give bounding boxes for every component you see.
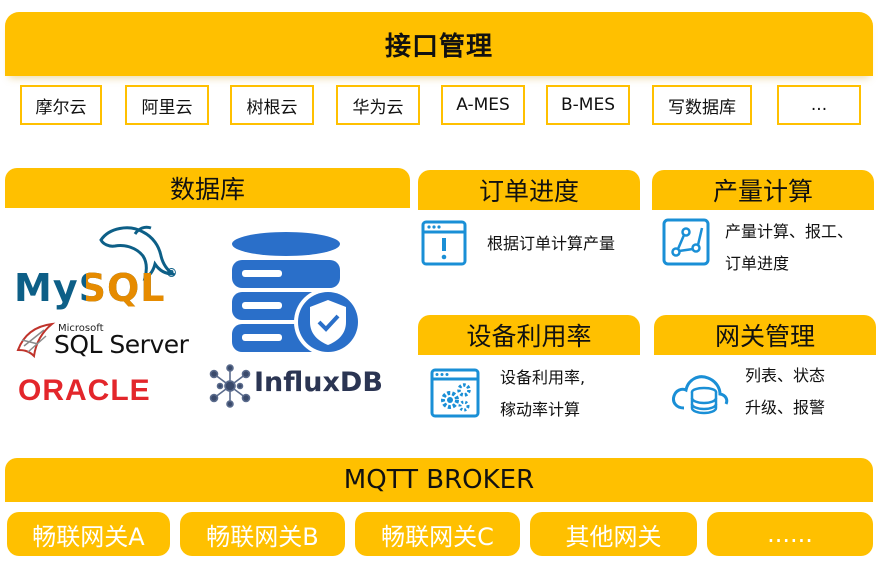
interface-item-moer-cloud[interactable]: 摩尔云 <box>20 85 102 125</box>
mysql-registered-mark: ® <box>165 266 179 280</box>
oracle-logo-text: ORACLE <box>18 374 151 407</box>
database-header: 数据库 <box>5 168 410 208</box>
influxdb-emblem-icon <box>209 364 251 408</box>
node-graph-icon <box>662 218 710 266</box>
influxdb-logo-text: InfluxDB <box>254 367 383 398</box>
gateway-other[interactable]: 其他网关 <box>530 512 697 556</box>
alert-window-icon <box>421 220 467 266</box>
equipment-utilization-description: 设备利用率, 稼动率计算 <box>500 368 586 419</box>
mysql-dolphin-icon <box>99 225 175 281</box>
interface-item-more[interactable]: ... <box>777 85 861 125</box>
production-calculation-header: 产量计算 <box>652 170 874 210</box>
interface-item-a-mes[interactable]: A-MES <box>441 85 525 125</box>
gateway-b[interactable]: 畅联网关B <box>180 512 345 556</box>
sqlserver-microsoft-text: Microsoft <box>58 323 104 334</box>
order-progress-header: 订单进度 <box>418 170 640 210</box>
gateway-management-header: 网关管理 <box>654 315 876 355</box>
interface-item-aliyun[interactable]: 阿里云 <box>125 85 209 125</box>
sqlserver-logo-text: SQL Server <box>54 330 189 359</box>
mysql-logo-text-accent: MySQL <box>86 266 166 310</box>
gears-window-icon <box>430 368 480 418</box>
gateway-management-description: 列表、状态 升级、报警 <box>745 366 826 417</box>
gateway-more[interactable]: ...... <box>707 512 873 556</box>
mysql-logo-overlay: MySQL <box>86 266 172 310</box>
production-calculation-description: 产量计算、报工、 订单进度 <box>725 222 854 273</box>
equipment-utilization-header: 设备利用率 <box>418 315 640 355</box>
database-shield-icon <box>232 232 362 356</box>
order-progress-description: 根据订单计算产量 <box>487 234 616 253</box>
mysql-logo-text: MySQL <box>14 266 166 310</box>
interface-item-rootcloud[interactable]: 树根云 <box>230 85 314 125</box>
gateway-a[interactable]: 畅联网关A <box>7 512 170 556</box>
mqtt-broker-title: MQTT BROKER <box>343 465 535 495</box>
interface-item-huawei-cloud[interactable]: 华为云 <box>336 85 420 125</box>
gateway-c[interactable]: 畅联网关C <box>355 512 520 556</box>
interface-item-b-mes[interactable]: B-MES <box>546 85 630 125</box>
sqlserver-emblem-icon <box>16 322 56 359</box>
cloud-database-icon <box>672 375 729 415</box>
mqtt-broker-bar: MQTT BROKER <box>5 458 873 502</box>
interface-management-title: 接口管理 <box>384 31 493 62</box>
interface-management-header: 接口管理 <box>5 12 873 76</box>
interface-item-write-database[interactable]: 写数据库 <box>652 85 752 125</box>
